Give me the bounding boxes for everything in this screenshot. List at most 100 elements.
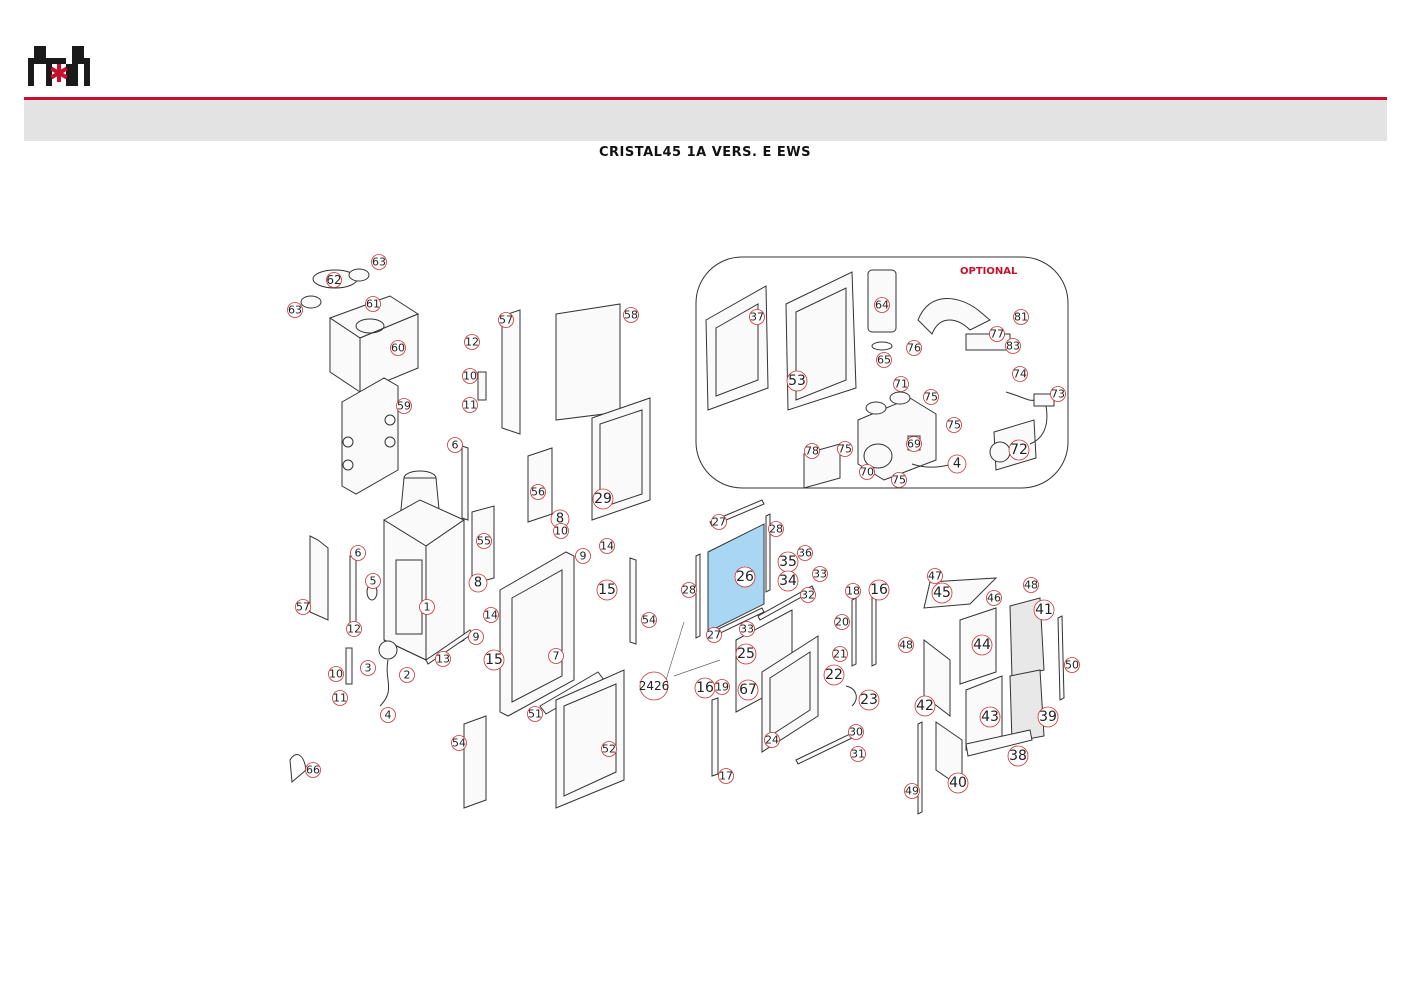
callout-number: 29 [594, 491, 612, 507]
part-callout: 74 [1012, 366, 1028, 382]
part-callout: 16 [694, 677, 716, 699]
callout-number: 13 [436, 653, 450, 666]
part-callout: 50 [1064, 657, 1080, 673]
callout-circle [850, 746, 866, 762]
callout-number: 70 [860, 466, 874, 479]
callout-circle [979, 706, 1001, 728]
callout-number: 8 [474, 576, 482, 591]
part-callout: 6 [350, 545, 366, 561]
callout-circle [365, 573, 381, 589]
callout-number: 5 [370, 575, 377, 588]
callout-circle [739, 621, 755, 637]
callout-number: 36 [798, 547, 812, 560]
part-callout: 81 [1013, 309, 1029, 325]
callout-circle [832, 646, 848, 662]
part-callout: 10 [462, 368, 478, 384]
callout-number: 45 [933, 585, 951, 601]
callout-number: 63 [288, 304, 302, 317]
callout-circle [906, 436, 922, 452]
callout-circle [575, 548, 591, 564]
part-callout: 2 [399, 667, 415, 683]
part-callout: 48 [898, 637, 914, 653]
callout-number: 53 [788, 373, 806, 389]
callout-number: 16 [870, 582, 888, 598]
red-asterisk-icon [50, 64, 68, 82]
part-callout: 73 [1050, 386, 1066, 402]
header-grey-band [24, 100, 1387, 141]
callout-circle [639, 671, 669, 701]
callout-circle [468, 629, 484, 645]
callout-circle [947, 772, 969, 794]
callout-circle [435, 651, 451, 667]
part-callout: 75 [923, 389, 939, 405]
callout-circle [548, 648, 564, 664]
callout-number: 27 [712, 516, 726, 529]
part-callout: 57 [295, 599, 311, 615]
callout-circle [711, 514, 727, 530]
callout-number: 2426 [639, 679, 670, 693]
callout-circle [380, 707, 396, 723]
callout-circle [462, 368, 478, 384]
part-callout: 58 [623, 307, 639, 323]
callout-number: 42 [916, 698, 934, 714]
callout-circle [451, 735, 467, 751]
part-callout: 44 [971, 634, 993, 656]
part-callout: 49 [904, 783, 920, 799]
part-callout: 24 [764, 732, 780, 748]
callout-number: 76 [907, 342, 921, 355]
callout-number: 30 [849, 726, 863, 739]
callout-number: 39 [1039, 709, 1057, 725]
part-callout: 62 [326, 272, 342, 288]
part-callout: 42 [914, 695, 936, 717]
callout-number: 48 [1024, 579, 1038, 592]
callout-circle [1037, 706, 1059, 728]
side-panels-left [309, 309, 521, 629]
callout-number: 55 [477, 535, 491, 548]
firebox-body [345, 371, 487, 707]
callout-circle [527, 706, 543, 722]
callout-circle [419, 599, 435, 615]
part-callout: 26 [734, 566, 756, 588]
callout-number: 33 [740, 623, 754, 636]
door-frame-left [289, 303, 651, 809]
callout-number: 73 [1051, 388, 1065, 401]
part-callout: 54 [641, 612, 657, 628]
part-callout: 51 [527, 706, 543, 722]
part-callout: 40 [947, 772, 969, 794]
part-callout: 34 [777, 570, 799, 592]
callout-number: 16 [696, 680, 714, 696]
callout-number: 77 [990, 328, 1004, 341]
callout-circle [927, 568, 943, 584]
callout-circle [483, 649, 505, 671]
callout-number: 9 [580, 550, 587, 563]
part-callout: 3 [360, 660, 376, 676]
callout-circle [714, 679, 730, 695]
callout-number: 56 [531, 486, 545, 499]
callout-number: 15 [598, 582, 616, 598]
callout-number: 12 [347, 623, 361, 636]
part-callout: 53 [786, 370, 808, 392]
part-callout: 61 [365, 296, 381, 312]
callout-circle [483, 607, 499, 623]
header-red-rule [24, 97, 1387, 100]
callout-number: 14 [600, 540, 614, 553]
part-callout: 33 [812, 566, 828, 582]
part-callout: 1 [419, 599, 435, 615]
callout-circle [947, 454, 967, 474]
callout-number: 43 [981, 709, 999, 725]
callout-number: 8 [556, 512, 564, 527]
callout-number: 25 [737, 646, 755, 662]
callout-number: 22 [825, 667, 843, 683]
callout-circle [893, 376, 909, 392]
part-callout: 11 [462, 397, 478, 413]
callout-circle [874, 297, 890, 313]
part-callout: 77 [989, 326, 1005, 342]
part-callout: 27 [711, 514, 727, 530]
callout-number: 78 [805, 445, 819, 458]
part-callout: 30 [848, 724, 864, 740]
callout-circle [737, 679, 759, 701]
callout-number: 71 [894, 378, 908, 391]
part-callout: 28 [768, 521, 784, 537]
part-callout: 9 [575, 548, 591, 564]
callout-circle [1013, 309, 1029, 325]
